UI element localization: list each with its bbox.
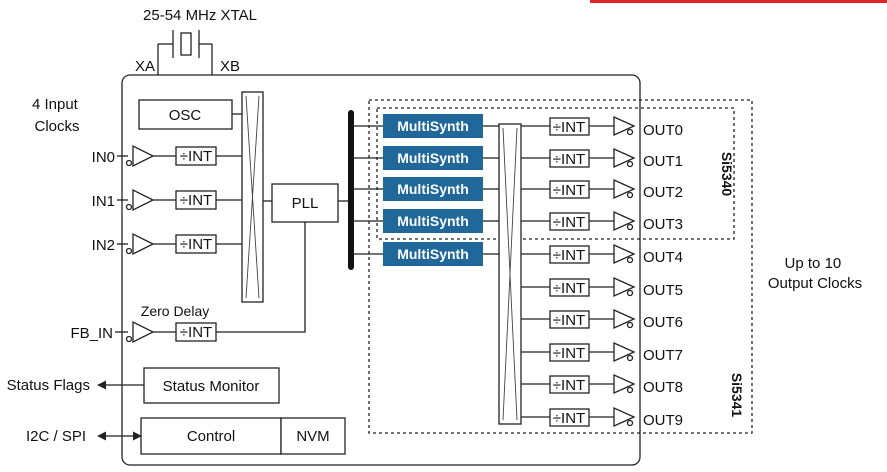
- xb-label: XB: [220, 58, 240, 75]
- multisynth-3: MultiSynth: [354, 209, 499, 233]
- buffer-icon: [613, 373, 636, 395]
- osc-block: [138, 99, 233, 130]
- int-divider-label: ÷INT: [553, 151, 585, 168]
- int-divider-label: ÷INT: [553, 119, 585, 136]
- multisynth-1: MultiSynth: [354, 146, 499, 170]
- status-monitor-block: [143, 367, 280, 404]
- int-divider-label: ÷INT: [553, 377, 585, 394]
- buffer-icon: [613, 406, 636, 428]
- multisynth-label: MultiSynth: [397, 246, 469, 262]
- output-clocks-label: Up to 10 Output Clocks: [768, 255, 862, 292]
- output-row-0: ÷INT OUT0: [521, 115, 683, 139]
- si5341-label: Si5341: [729, 373, 745, 418]
- multisynth-label: MultiSynth: [397, 213, 469, 229]
- buffer-icon: [613, 308, 636, 330]
- pll-block: [271, 183, 339, 223]
- input-row-2: IN2 ÷INT: [92, 232, 242, 256]
- int-divider-label: ÷INT: [553, 182, 585, 199]
- nvm-block: [280, 417, 346, 455]
- output-clocks-line2: Output Clocks: [768, 275, 862, 292]
- int-divider-label: ÷INT: [553, 214, 585, 231]
- int-divider-label: ÷INT: [180, 148, 212, 165]
- input-clocks-line1: 4 Input: [32, 96, 79, 113]
- buffer-icon: [613, 115, 636, 137]
- buffer-icon: [613, 341, 636, 363]
- output-label: OUT5: [643, 282, 683, 299]
- buffer-icon: [132, 320, 155, 344]
- buffer-icon: [613, 276, 636, 298]
- vco-bus: [348, 110, 354, 270]
- xtal-label: 25-54 MHz XTAL: [143, 7, 257, 24]
- output-label: OUT8: [643, 379, 683, 396]
- input-mux: [241, 91, 264, 303]
- output-label: OUT7: [643, 347, 683, 364]
- output-row-9: ÷INT OUT9: [521, 406, 683, 429]
- multisynth-2: MultiSynth: [354, 177, 499, 201]
- fb-in-label: FB_IN: [70, 325, 113, 342]
- status-monitor-label: Status Monitor: [163, 378, 260, 395]
- si5341-outline: [368, 99, 753, 434]
- control-label: Control: [187, 428, 235, 445]
- output-label: OUT6: [643, 314, 683, 331]
- output-row-5: ÷INT OUT5: [521, 276, 683, 299]
- int-divider-label: ÷INT: [553, 345, 585, 362]
- int-divider-label: ÷INT: [553, 280, 585, 297]
- buffer-icon: [132, 188, 155, 212]
- input-label: IN2: [92, 237, 115, 254]
- output-row-1: ÷INT OUT1: [521, 147, 683, 170]
- buffer-icon: [132, 232, 155, 256]
- buffer-icon: [613, 243, 636, 265]
- i2c-spi-label: I2C / SPI: [26, 428, 86, 445]
- multisynth-label: MultiSynth: [397, 181, 469, 197]
- control-block: [140, 417, 282, 455]
- output-row-2: ÷INT OUT2: [521, 178, 683, 201]
- int-divider-label: ÷INT: [553, 410, 585, 427]
- multisynth-label: MultiSynth: [397, 118, 469, 134]
- input-label: IN1: [92, 193, 115, 210]
- int-divider-label: ÷INT: [553, 312, 585, 329]
- input-clocks-line2: Clocks: [34, 118, 79, 135]
- output-row-8: ÷INT OUT8: [521, 373, 683, 396]
- osc-label: OSC: [169, 107, 202, 124]
- input-row-0: IN0 ÷INT: [92, 144, 242, 168]
- input-label: IN0: [92, 149, 115, 166]
- input-clocks-label: 4 Input Clocks: [32, 96, 82, 135]
- accent-bar: [590, 0, 887, 3]
- buffer-icon: [613, 178, 636, 200]
- status-flags-label: Status Flags: [7, 377, 90, 394]
- output-label: OUT0: [643, 122, 683, 139]
- output-label: OUT1: [643, 153, 683, 170]
- output-row-3: ÷INT OUT3: [521, 210, 683, 233]
- output-clocks-line1: Up to 10: [785, 255, 842, 272]
- output-mux: [498, 123, 522, 425]
- input-row-1: IN1 ÷INT: [92, 188, 242, 212]
- multisynth-0: MultiSynth: [354, 114, 499, 138]
- output-row-7: ÷INT OUT7: [521, 341, 683, 364]
- pll-label: PLL: [292, 195, 319, 212]
- output-row-6: ÷INT OUT6: [521, 308, 683, 331]
- buffer-icon: [132, 144, 155, 168]
- int-divider-label: ÷INT: [180, 324, 212, 341]
- int-divider-label: ÷INT: [180, 192, 212, 209]
- output-label: OUT4: [643, 249, 683, 266]
- si5340-outline: [376, 107, 735, 240]
- fb-in-row: Zero Delay FB_IN ÷INT: [70, 222, 306, 344]
- int-divider-label: ÷INT: [553, 247, 585, 264]
- output-label: OUT2: [643, 184, 683, 201]
- buffer-icon: [613, 210, 636, 232]
- nvm-label: NVM: [296, 428, 329, 445]
- output-row-4: ÷INT OUT4: [521, 243, 683, 266]
- xa-label: XA: [135, 58, 155, 75]
- multisynth-label: MultiSynth: [397, 150, 469, 166]
- int-divider-label: ÷INT: [180, 236, 212, 253]
- output-label: OUT3: [643, 216, 683, 233]
- zero-delay-label: Zero Delay: [141, 303, 209, 319]
- output-label: OUT9: [643, 412, 683, 429]
- multisynth-4: MultiSynth: [354, 242, 499, 266]
- si5340-label: Si5340: [719, 152, 735, 197]
- buffer-icon: [613, 147, 636, 169]
